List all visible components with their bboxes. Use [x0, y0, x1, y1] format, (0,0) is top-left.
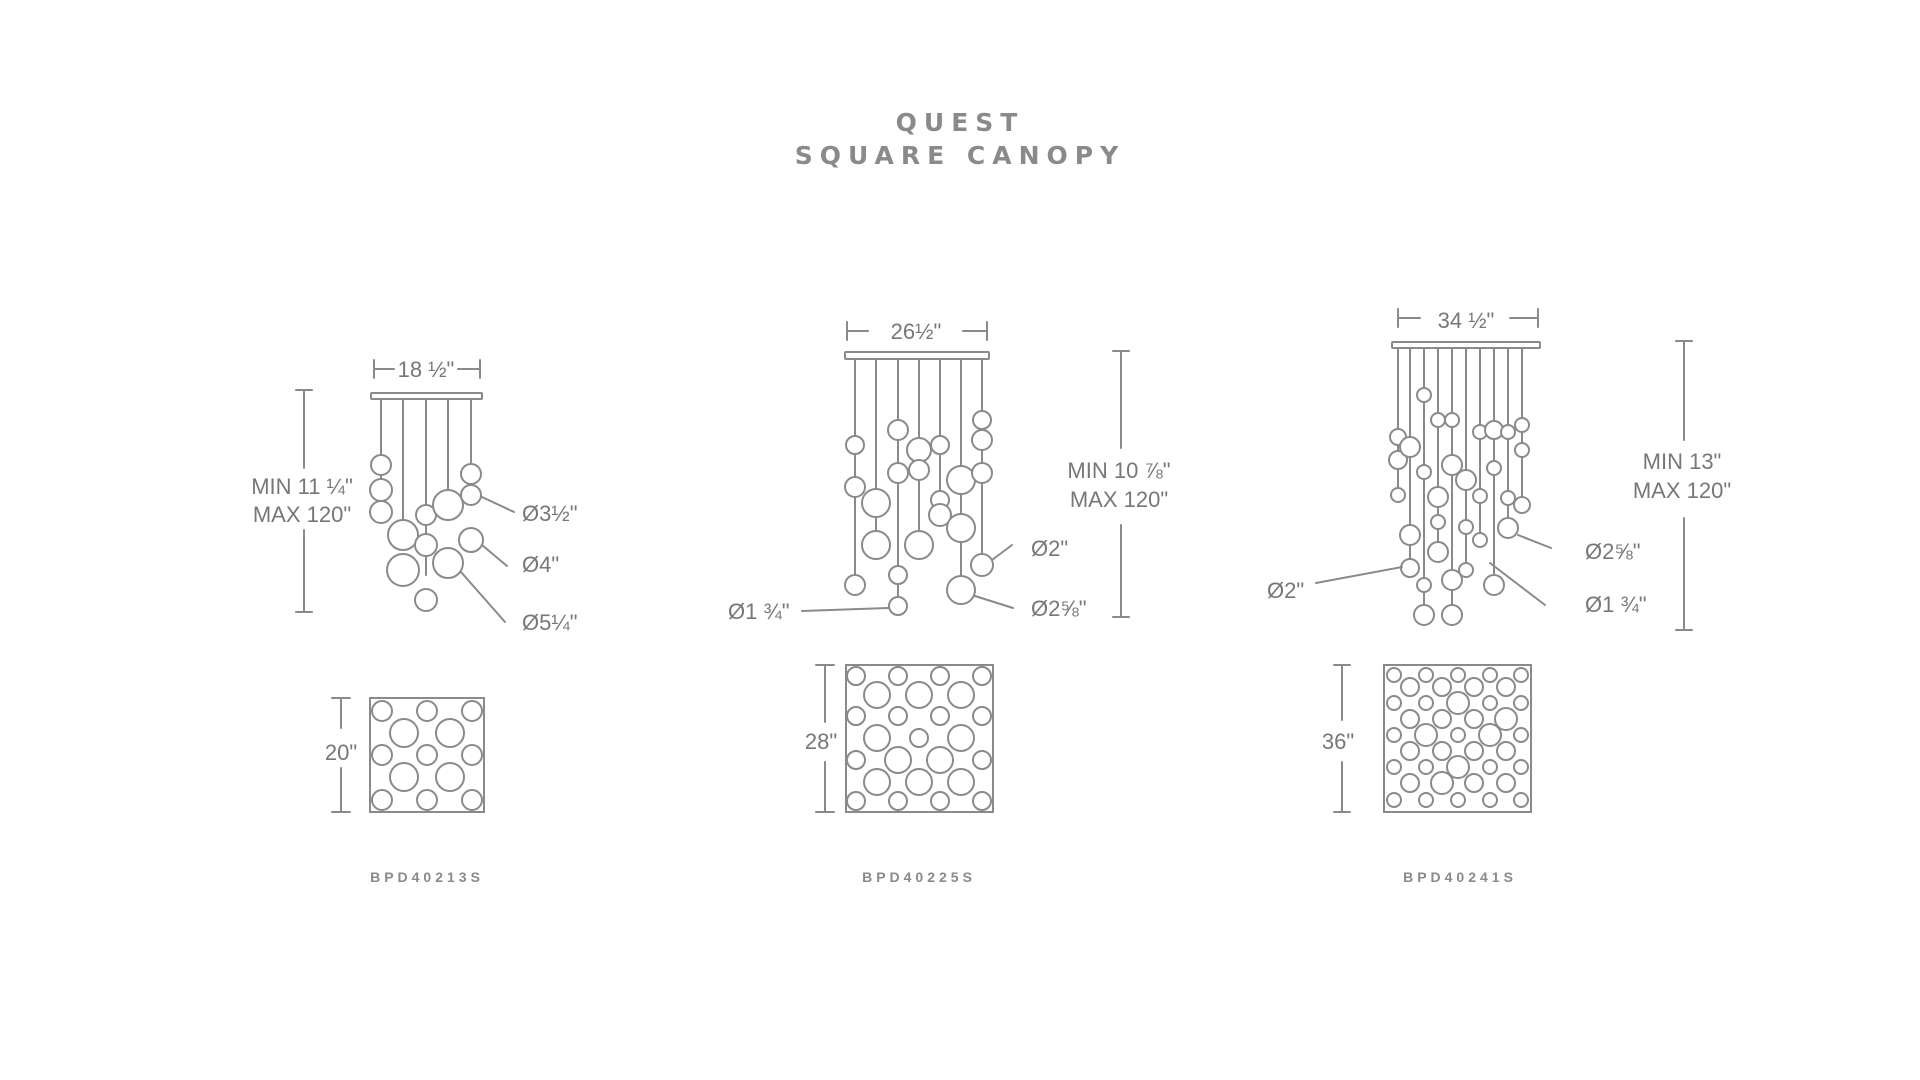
fixture-2-model-code: BPD40225S: [862, 869, 976, 885]
fixture-1-height-min-label: MIN 11 ¼": [251, 474, 353, 499]
fixture-2-callout-3: Ø2⅝": [1031, 596, 1087, 621]
fixture-3-callout-3: Ø1 ¾": [1585, 592, 1647, 617]
fixture-2-height-min-label: MIN 10 ⅞": [1067, 458, 1170, 483]
fixture-3-elevation: [1315, 308, 1693, 631]
fixture-1-model-code: BPD40213S: [370, 869, 484, 885]
fixture-2-plan: [815, 664, 994, 813]
fixture-1-depth-label: 20": [325, 740, 357, 765]
product-subtitle: SQUARE CANOPY: [794, 141, 1126, 170]
fixture-1-height-max-label: MAX 120": [253, 502, 351, 527]
fixture-2-elevation: [801, 321, 1130, 618]
fixture-2-width-label: 26½": [891, 319, 942, 344]
fixture-1-callout-1: Ø3½": [522, 501, 578, 526]
fixture-1-callout-3: Ø5¼": [522, 610, 578, 635]
fixture-3-callout-2: Ø2": [1267, 578, 1304, 603]
product-title: QUEST: [895, 108, 1025, 137]
fixture-2-callout-2: Ø1 ¾": [728, 599, 790, 624]
fixture-1-width-label: 18 ½": [398, 357, 455, 382]
fixture-3-width-label: 34 ½": [1438, 308, 1495, 333]
fixture-1-elevation: [295, 359, 515, 623]
fixture-2-callout-1: Ø2": [1031, 536, 1068, 561]
fixture-1-callout-2: Ø4": [522, 552, 559, 577]
fixture-3-model-code: BPD40241S: [1403, 869, 1517, 885]
fixture-2-depth-label: 28": [805, 729, 837, 754]
fixture-3-callout-1: Ø2⅝": [1585, 539, 1641, 564]
fixture-3-height-max-label: MAX 120": [1633, 478, 1731, 503]
fixture-3-depth-label: 36": [1322, 729, 1354, 754]
fixture-2-height-max-label: MAX 120": [1070, 487, 1168, 512]
fixture-1-plan: [331, 697, 485, 813]
fixture-3-height-min-label: MIN 13": [1643, 449, 1722, 474]
fixture-3-plan: [1333, 664, 1532, 813]
